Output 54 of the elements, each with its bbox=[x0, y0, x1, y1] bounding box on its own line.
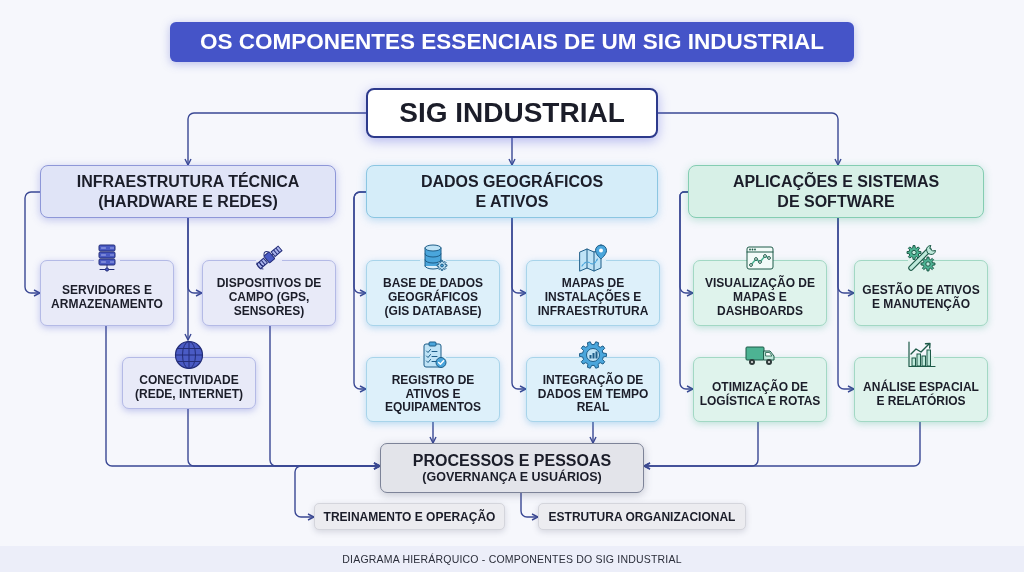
connector-arrow bbox=[679, 191, 694, 393]
node-label: VISUALIZAÇÃO DE MAPAS E DASHBOARDS bbox=[704, 277, 816, 319]
category-box bbox=[688, 165, 984, 218]
node-label: APLICAÇÕES E SISTEMAS DE SOFTWARE bbox=[731, 172, 941, 211]
connector-arrow bbox=[294, 465, 381, 521]
component-card bbox=[122, 357, 256, 409]
node-label: DISPOSITIVOS DE CAMPO (GPS, SENSORES) bbox=[215, 277, 323, 319]
node-label: TREINAMENTO E OPERAÇÃO bbox=[323, 509, 496, 524]
caption-text: DIAGRAMA HIERÁRQUICO - COMPONENTES DO SIG INDUSTRIAL bbox=[342, 553, 682, 565]
title-banner: OS COMPONENTES ESSENCIAIS DE UM SIG INDUSTRIAL bbox=[170, 22, 854, 62]
node-label: INTEGRAÇÃO DE DADOS EM TEMPO REAL bbox=[536, 373, 650, 416]
sub-item-box bbox=[314, 503, 505, 530]
node-label: CONECTIVIDADE (REDE, INTERNET) bbox=[134, 374, 244, 402]
node-label: ANÁLISE ESPACIAL E RELATÓRIOS bbox=[863, 380, 979, 409]
connector-arrow bbox=[643, 421, 921, 470]
node-label: SERVIDORES E ARMAZENAMENTO bbox=[50, 284, 164, 312]
node-label: BASE DE DADOS GEOGRÁFICOS (GIS DATABASE) bbox=[382, 277, 484, 319]
connector-arrow bbox=[508, 137, 516, 166]
component-card bbox=[526, 260, 660, 326]
connector-arrow bbox=[184, 112, 367, 166]
component-card bbox=[526, 357, 660, 422]
connector-arrow bbox=[429, 421, 437, 444]
connector-arrow bbox=[589, 421, 597, 444]
node-subtitle: (GOVERNANÇA E USUÁRIOS) bbox=[422, 470, 602, 486]
component-card bbox=[854, 357, 988, 422]
node-label: PROCESSOS E PESSOAS bbox=[412, 450, 612, 469]
category-box bbox=[40, 165, 336, 218]
root-box bbox=[366, 88, 658, 138]
node-label: GESTÃO DE ATIVOS E MANUTENÇÃO bbox=[861, 284, 981, 312]
connector-arrow bbox=[837, 217, 855, 393]
node-label: DADOS GEOGRÁFICOS E ATIVOS bbox=[419, 172, 605, 211]
component-card bbox=[693, 260, 827, 326]
component-card bbox=[854, 260, 988, 326]
connector-arrow bbox=[24, 191, 41, 297]
connector-arrow bbox=[520, 492, 539, 521]
connector-arrow bbox=[353, 191, 367, 393]
connector-arrow bbox=[511, 217, 527, 393]
node-label: MAPAS DE INSTALAÇÕES E INFRAESTRUTURA bbox=[536, 277, 650, 319]
component-card bbox=[202, 260, 336, 326]
node-label: OTIMIZAÇÃO DE LOGÍSTICA E ROTAS bbox=[698, 380, 822, 409]
node-label: INFRAESTRUTURA TÉCNICA (HARDWARE E REDES) bbox=[75, 172, 301, 211]
connector-arrow bbox=[184, 217, 192, 341]
sub-item-box bbox=[538, 503, 746, 530]
node-label: ESTRUTURA ORGANIZACIONAL bbox=[548, 509, 736, 524]
connector-arrow bbox=[269, 325, 381, 470]
category-box bbox=[366, 165, 658, 218]
component-card bbox=[40, 260, 174, 326]
connector-arrow bbox=[657, 112, 842, 166]
component-card bbox=[366, 260, 500, 326]
node-label: REGISTRO DE ATIVOS E EQUIPAMENTOS bbox=[383, 373, 483, 416]
component-card bbox=[693, 357, 827, 422]
node-label: SIG INDUSTRIAL bbox=[399, 97, 625, 129]
process-box bbox=[380, 443, 644, 493]
component-card bbox=[366, 357, 500, 422]
